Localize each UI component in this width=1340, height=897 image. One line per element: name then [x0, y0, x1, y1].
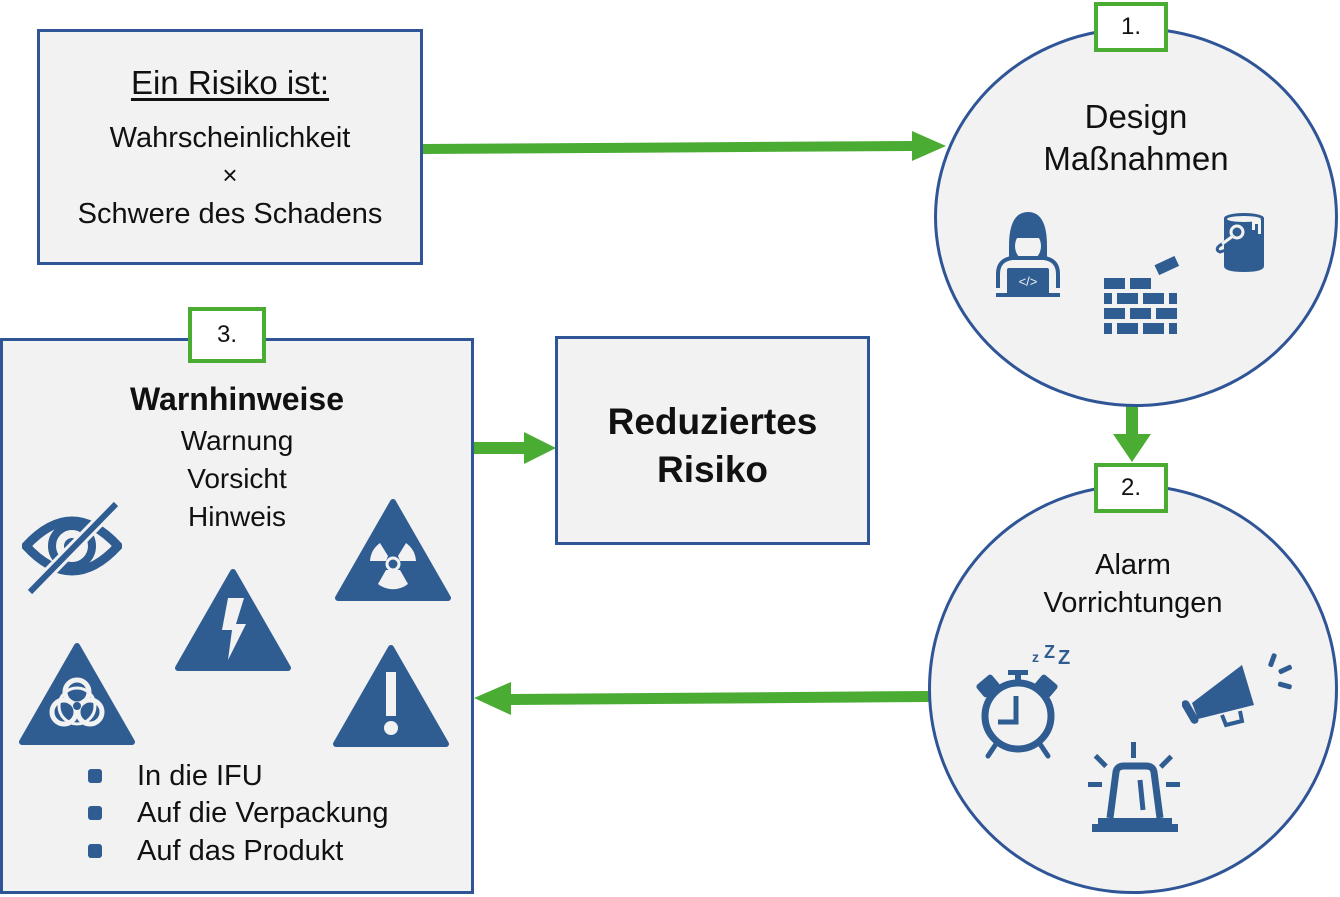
step3-badge: 3.	[188, 307, 266, 363]
alarm-clock-icon: z Z Z	[976, 642, 1070, 759]
alarm-title-line2: Vorrichtungen	[1043, 587, 1223, 619]
siren-icon	[1088, 742, 1180, 832]
bullet-product: Auf das Produkt	[137, 835, 344, 867]
brick-wall-icon	[1104, 256, 1180, 334]
design-title-line1: Design	[1084, 98, 1188, 135]
risk-severity: Schwere des Schadens	[77, 198, 383, 230]
step2-badge: 2.	[1094, 463, 1168, 513]
warning-level-hinweis: Hinweis	[187, 501, 287, 532]
radiation-warning-icon	[335, 499, 451, 601]
bullet-marker	[88, 844, 102, 858]
risk-definition-box: Ein Risiko ist: Wahrscheinlichkeit × Sch…	[37, 29, 423, 265]
reduced-risk-line1: Reduziertes	[607, 401, 818, 442]
reduced-risk-line2: Risiko	[656, 449, 769, 490]
risk-operator: ×	[222, 160, 238, 190]
arrow-design-to-alarm	[1113, 405, 1151, 462]
svg-text:Z: Z	[1044, 642, 1055, 662]
svg-text:z: z	[1032, 649, 1039, 665]
arrow-risk-to-design	[423, 131, 946, 161]
step3-badge-label: 3.	[216, 321, 237, 348]
bullet-packaging: Auf die Verpackung	[137, 797, 389, 829]
electric-warning-icon	[175, 569, 291, 671]
warnings-title: Warnhinweise	[130, 381, 344, 417]
warning-level-warnung: Warnung	[180, 425, 294, 456]
paint-bucket-icon	[1215, 213, 1264, 272]
alarm-title-line1: Alarm	[1095, 549, 1171, 581]
biohazard-warning-icon	[19, 643, 135, 745]
bullet-marker	[88, 806, 102, 820]
megaphone-icon	[1182, 653, 1292, 728]
no-eye-icon	[22, 500, 122, 596]
risk-probability: Wahrscheinlichkeit	[109, 122, 351, 154]
bullet-marker	[88, 769, 102, 783]
step1-badge: 1.	[1094, 2, 1168, 52]
risk-definition-title: Ein Risiko ist:	[130, 64, 330, 101]
svg-text:</>: </>	[1019, 274, 1038, 289]
design-measures-circle: Design Maßnahmen	[934, 27, 1338, 407]
design-title-line2: Maßnahmen	[1043, 140, 1229, 177]
bullet-ifu: In die IFU	[137, 760, 263, 792]
svg-text:Z: Z	[1058, 647, 1070, 669]
arrow-warnings-to-result	[474, 432, 556, 464]
exclamation-warning-icon	[333, 645, 449, 747]
step2-badge-label: 2.	[1120, 474, 1141, 501]
developer-icon: </>	[996, 212, 1060, 297]
reduced-risk-box: Reduziertes Risiko	[555, 336, 870, 545]
step1-badge-label: 1.	[1120, 13, 1141, 40]
arrow-alarm-to-warnings	[474, 682, 930, 715]
warning-level-vorsicht: Vorsicht	[187, 463, 287, 494]
